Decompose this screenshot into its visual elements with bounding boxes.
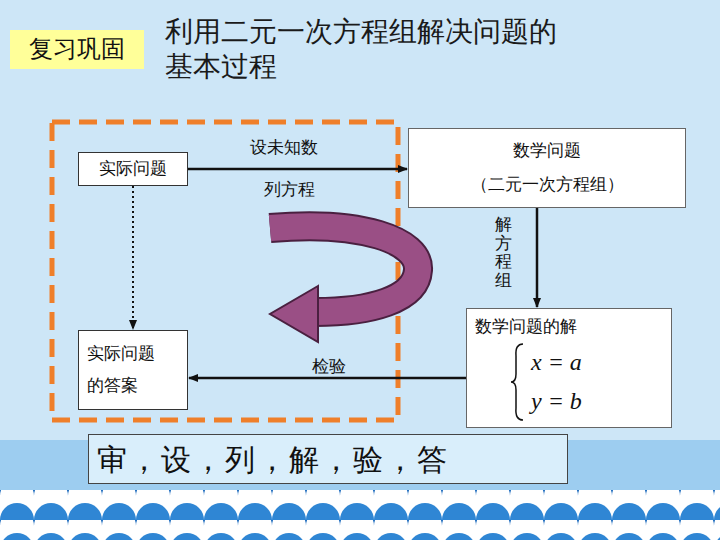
title: 利用二元一次方程组解决问题的基本过程 [165,14,565,84]
curved-arrow-outline [270,226,418,312]
edge-sublabel: 列方程 [264,178,315,201]
process-box: 数学问题 （二元一次方程组） [408,128,686,208]
equations: x = ay = b [531,343,582,420]
box-heading: 数学问题的解 [475,315,577,338]
box-text: 审，设，列，解，验，答 [97,440,449,479]
equation-group: x = ay = b [509,342,582,422]
dashed-frame [52,122,398,420]
edge-label: 设未知数 [250,136,318,159]
summary-box: 审，设，列，解，验，答 [88,434,568,484]
process-arrow [188,168,407,171]
process-arrow [189,377,466,380]
section-tag: 复习巩固 [10,30,144,69]
answer-box: 实际问题的答案 [78,330,188,410]
process-arrow [536,208,539,307]
equation: x = a [531,343,582,381]
curved-arrow-head [270,286,318,342]
brace-stroke [511,344,523,420]
dotted-arrow [132,186,134,329]
box-subtext: （二元一次方程组） [471,174,624,196]
edge-label: 检验 [312,355,346,378]
edge-label: 解方程组 [495,216,512,291]
box-text: 实际问题的答案 [87,338,167,403]
curved-arrow [270,226,418,312]
equation: y = b [531,382,582,420]
box-text: 复习巩固 [29,34,125,65]
box-text: 实际问题 [99,158,167,180]
brace [509,342,525,422]
process-box: 实际问题 [78,152,188,186]
box-text: 数学问题 [513,140,581,162]
scallop-band [0,490,720,540]
solution-box: 数学问题的解 x = ay = b [466,308,672,428]
